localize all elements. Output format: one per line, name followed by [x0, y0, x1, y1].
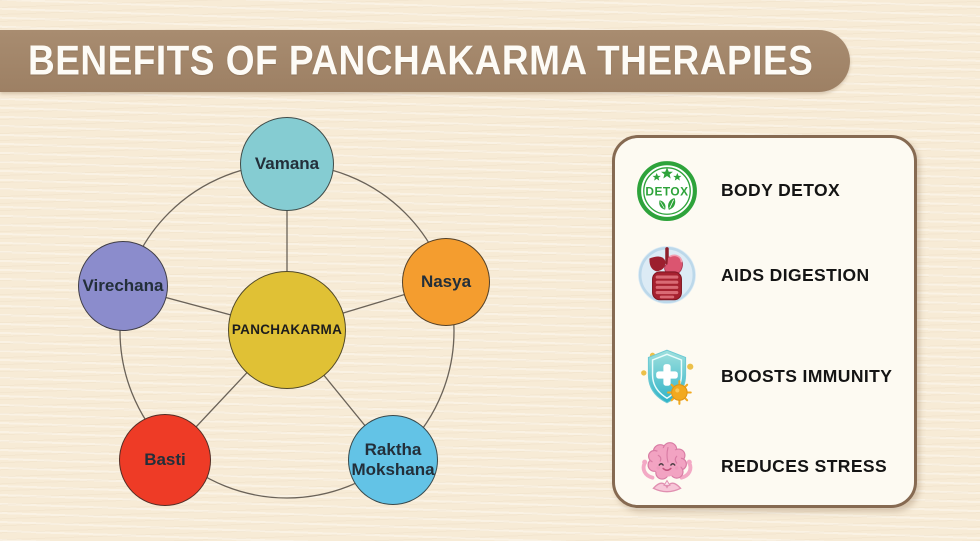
diagram-node-vamana: Vamana [240, 117, 334, 211]
page-title: BENEFITS OF PANCHAKARMA THERAPIES [28, 37, 814, 84]
benefit-item-reduces-stress: REDUCES STRESS [635, 433, 900, 499]
digestive-system-icon [638, 246, 696, 304]
detox-badge-icon: DETOX [637, 161, 697, 221]
meditating-brain-icon [641, 442, 693, 493]
benefit-item-body-detox: DETOX BODY DETOX [635, 157, 900, 223]
benefit-label-body-detox: BODY DETOX [721, 179, 841, 200]
leaf-icons [659, 198, 676, 210]
benefit-item-aids-digestion: AIDS DIGESTION [635, 242, 900, 308]
virus-sun-icon [667, 380, 692, 405]
diagram-node-basti: Basti [119, 414, 211, 506]
header-banner: BENEFITS OF PANCHAKARMA THERAPIES [0, 30, 850, 92]
benefit-item-boosts-immunity: BOOSTS IMMUNITY [635, 343, 900, 409]
benefits-panel: DETOX BODY DETOX [612, 135, 917, 508]
diagram-node-panchakarma-center: PANCHAKARMA [228, 271, 346, 389]
benefit-label-reduces-stress: REDUCES STRESS [721, 455, 888, 476]
node-label-vamana: Vamana [254, 154, 320, 174]
detox-badge-text: DETOX [645, 185, 688, 199]
node-label-nasya: Nasya [420, 272, 472, 292]
brain-face [658, 463, 676, 466]
diagram-node-raktha-mokshana: Raktha Mokshana [348, 415, 438, 505]
diagram-node-nasya: Nasya [402, 238, 490, 326]
shield-plus-icon [641, 349, 694, 405]
node-label-basti: Basti [144, 450, 186, 470]
node-label-raktha-mokshana: Raktha Mokshana [351, 440, 435, 479]
benefit-label-aids-digestion: AIDS DIGESTION [721, 264, 870, 285]
node-label-panchakarma: PANCHAKARMA [231, 322, 343, 338]
diagram-node-virechana: Virechana [78, 241, 168, 331]
benefit-label-boosts-immunity: BOOSTS IMMUNITY [721, 365, 893, 386]
node-label-virechana: Virechana [82, 276, 164, 296]
